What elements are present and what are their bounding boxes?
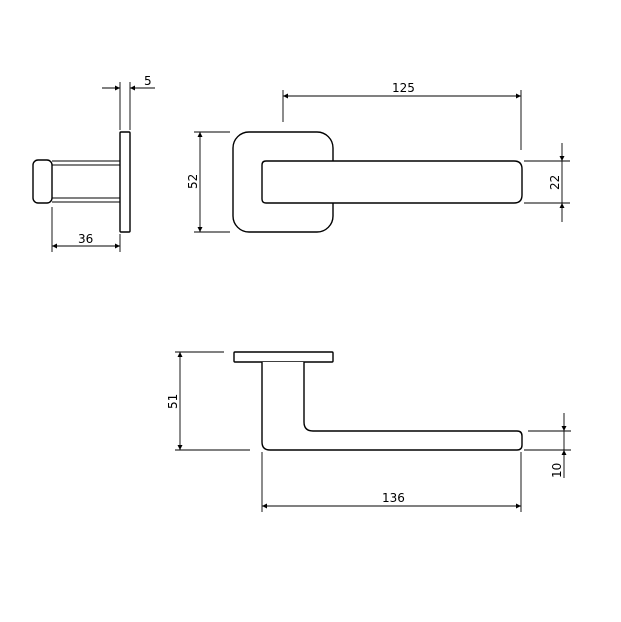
rose-plate-top <box>233 351 334 363</box>
lever-top-profile <box>261 362 523 451</box>
dim-projection: 36 <box>78 232 93 246</box>
front-view: 125 52 22 <box>186 81 570 233</box>
top-view: 51 136 10 <box>166 351 571 512</box>
dim-lever-thickness: 10 <box>550 463 564 478</box>
dim-lever-length: 125 <box>392 81 415 95</box>
dim-lever-height: 22 <box>548 175 562 190</box>
end-view: 5 36 <box>32 74 155 252</box>
dim-plate-thickness: 5 <box>144 74 152 88</box>
dim-rose-height: 52 <box>186 174 200 189</box>
lever-front <box>261 160 523 204</box>
dim-overall-depth: 51 <box>166 394 180 409</box>
dim-overall-length: 136 <box>382 491 405 505</box>
lever-end-profile <box>32 159 53 204</box>
rose-plate-edge <box>119 131 131 233</box>
